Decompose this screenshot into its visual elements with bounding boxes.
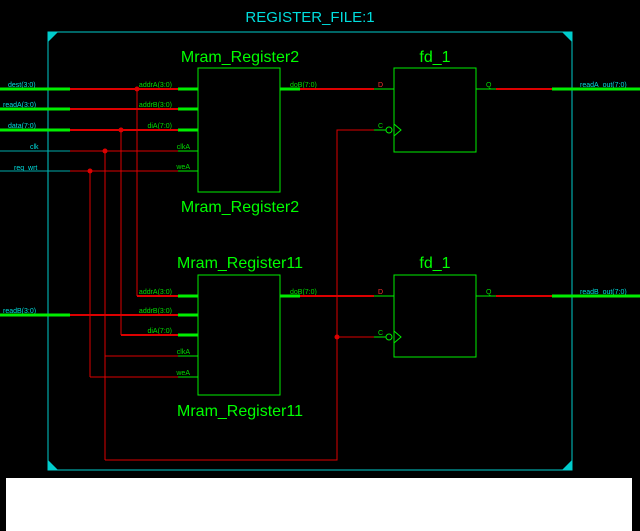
- net-dest: [70, 86, 178, 297]
- frame-corner-tr: [562, 32, 572, 42]
- ff-top-pin-C: C: [378, 123, 383, 130]
- ram-top-pins: [178, 87, 300, 172]
- ff-bottom-name: fd_1: [419, 255, 450, 272]
- ff-bottom-pin-D: D: [378, 289, 383, 296]
- ram-bottom-pin-addrB: addrB(3:0): [139, 308, 172, 315]
- ff-top-block: [393, 67, 477, 153]
- module-frame: [47, 31, 573, 471]
- ram-top-pin-clkA: clkA: [177, 144, 191, 151]
- ram-top-pin-diA: diA(7:0): [147, 123, 172, 130]
- ram-bottom-pins: [178, 294, 300, 378]
- ram-top-pin-addrB: addrB(3:0): [139, 102, 172, 109]
- ram-top-pin-addrA: addrA(3:0): [139, 82, 172, 89]
- ff-top-pin-D: D: [378, 82, 383, 89]
- net-data: [70, 127, 178, 336]
- ram-top-pin-weA: weA: [175, 164, 190, 171]
- ram-top-name: Mram_Register2: [181, 49, 299, 66]
- ff-top-pin-Q: Q: [486, 82, 492, 89]
- frame-corner-br: [562, 460, 572, 470]
- port-readA: readA(3:0): [3, 102, 36, 109]
- ff-bottom-pin-C: C: [378, 330, 383, 337]
- port-readA-out: readA_out(7:0): [580, 82, 627, 89]
- canvas-right-strip: [632, 478, 640, 531]
- port-readB: readB(3:0): [3, 308, 36, 315]
- ram-top-name-below: Mram_Register2: [181, 199, 299, 216]
- port-readB-out: readB_out(7:0): [580, 289, 627, 296]
- port-reg-wrt: reg_wrt: [14, 165, 37, 172]
- ram-bottom-pin-clkA: clkA: [177, 349, 191, 356]
- output-stubs: [552, 87, 640, 298]
- ram-top-pin-doB: doB(7:0): [290, 82, 317, 89]
- ram-bottom-name-below: Mram_Register11: [177, 403, 303, 420]
- port-clk: clk: [30, 144, 39, 151]
- input-stubs: [0, 87, 70, 317]
- ff-bottom-block: [393, 274, 477, 358]
- ram-bottom-pin-doB: doB(7:0): [290, 289, 317, 296]
- ff-top-pins: [374, 88, 496, 137]
- ff-bottom-pins: [374, 295, 496, 344]
- ram-bottom-name: Mram_Register11: [177, 255, 303, 272]
- frame-corner-bl: [48, 460, 58, 470]
- canvas-background: [0, 0, 640, 478]
- ff-bottom-pin-Q: Q: [486, 289, 492, 296]
- port-dest: dest(3:0): [8, 82, 36, 89]
- ram-bottom-pin-weA: weA: [175, 370, 190, 377]
- frame-corner-tl: [48, 32, 58, 42]
- diagram-title: REGISTER_FILE:1: [245, 9, 374, 26]
- ff-top-name: fd_1: [419, 49, 450, 66]
- ram-bottom-pin-diA: diA(7:0): [147, 328, 172, 335]
- net-reg-wrt: [70, 168, 178, 378]
- canvas-left-strip: [0, 478, 6, 531]
- port-data: data(7:0): [8, 123, 36, 130]
- ram-bottom-pin-addrA: addrA(3:0): [139, 289, 172, 296]
